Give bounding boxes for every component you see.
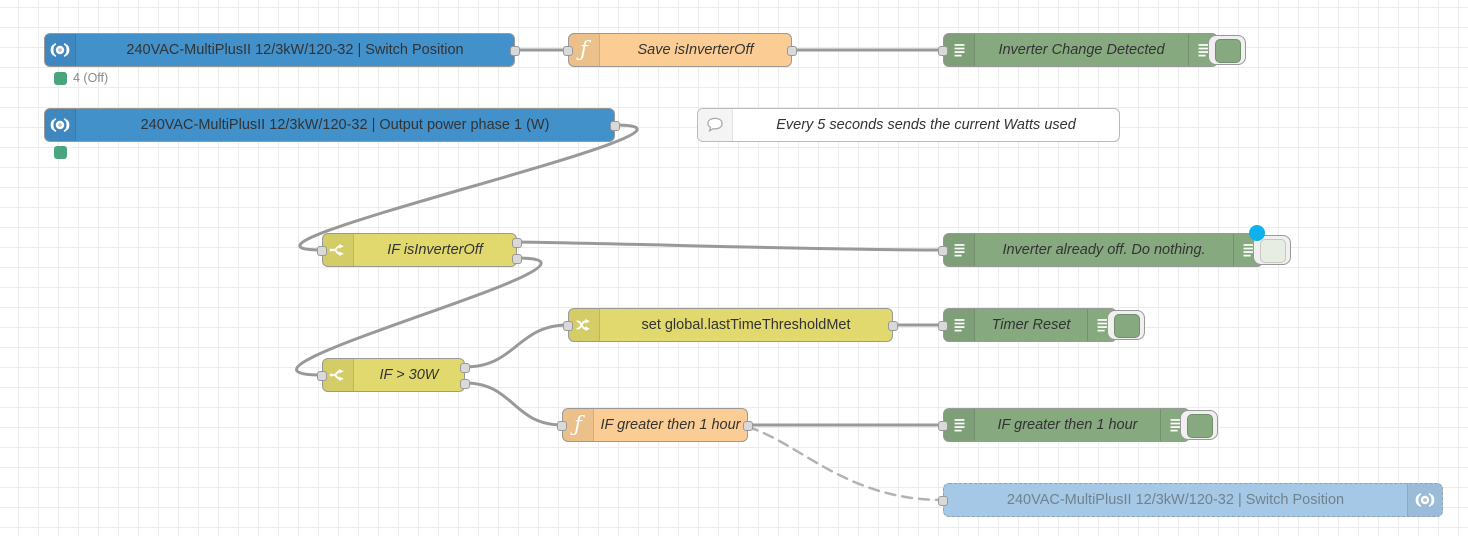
function-icon: ƒ: [580, 36, 588, 61]
node-label: Save isInverterOff: [637, 42, 754, 58]
function-save-isinverteroff[interactable]: ƒ Save isInverterOff: [563, 33, 797, 67]
change-set-lasttimethresholdmet[interactable]: set global.lastTimeThresholdMet: [563, 308, 898, 342]
debug-toggle-state: [1187, 414, 1213, 438]
wire-if30w-to-ifhour[interactable]: [463, 381, 564, 427]
node-icon-box: [944, 409, 975, 441]
node-label: Timer Reset: [991, 317, 1071, 333]
output-port-1[interactable]: [512, 238, 522, 248]
output-port[interactable]: [787, 46, 797, 56]
victron-switch-position-in[interactable]: 240VAC-MultiPlusII 12/3kW/120-32 | Switc…: [44, 33, 520, 67]
node-icon-box: [45, 34, 76, 66]
output-port[interactable]: [510, 46, 520, 56]
input-port[interactable]: [938, 246, 948, 256]
node-label: Inverter Change Detected: [998, 42, 1165, 58]
input-port[interactable]: [563, 46, 573, 56]
wire-ifinverteroff-to-alreadyoff[interactable]: [515, 240, 945, 252]
node-icon-box: [323, 359, 354, 391]
output-port[interactable]: [610, 121, 620, 131]
node-label: 240VAC-MultiPlusII 12/3kW/120-32 | Outpu…: [140, 117, 550, 133]
input-port[interactable]: [938, 46, 948, 56]
debug-icon-strip: [1188, 34, 1217, 66]
debug-list-icon: [1170, 418, 1180, 431]
node-label: Every 5 seconds sends the current Watts …: [776, 117, 1076, 133]
debug-icon-strip: [1160, 409, 1189, 441]
status-dot: [54, 146, 67, 159]
debug-list-icon: [954, 43, 964, 56]
victron-logo-icon: [1415, 493, 1435, 507]
wire-ifinverteroff-to-if30w[interactable]: [295, 256, 543, 377]
input-port[interactable]: [938, 496, 948, 506]
switch-if-isinverteroff[interactable]: IF isInverterOff: [317, 233, 522, 267]
debug-toggle-state: [1215, 39, 1241, 63]
change-shuffle-icon: [576, 319, 590, 331]
victron-logo-icon: [50, 118, 70, 132]
node-label: IF greater then 1 hour: [600, 417, 741, 433]
output-port-2[interactable]: [460, 379, 470, 389]
function-icon: ƒ: [574, 411, 582, 436]
node-icon-box: ƒ: [569, 34, 600, 66]
debug-list-icon: [954, 418, 964, 431]
victron-output-power-phase1[interactable]: 240VAC-MultiPlusII 12/3kW/120-32 | Outpu…: [44, 108, 620, 142]
node-status: [54, 146, 73, 159]
switch-fork-icon: [329, 369, 344, 381]
wire-if30w-to-setglobal[interactable]: [463, 323, 570, 369]
switch-fork-icon: [329, 244, 344, 256]
node-label: set global.lastTimeThresholdMet: [641, 317, 851, 333]
node-status: 4 (Off): [54, 71, 108, 85]
output-port-2[interactable]: [512, 254, 522, 264]
debug-enable-toggle[interactable]: [1208, 35, 1246, 65]
node-icon-box: [323, 234, 354, 266]
input-port[interactable]: [938, 321, 948, 331]
node-icon-box: [698, 109, 733, 141]
debug-timer-reset[interactable]: Timer Reset: [938, 308, 1145, 342]
debug-list-icon: [954, 243, 964, 256]
input-port[interactable]: [317, 246, 327, 256]
node-icon-box: [45, 109, 76, 141]
output-port-1[interactable]: [460, 363, 470, 373]
debug-icon-strip: [1087, 309, 1116, 341]
node-label: Inverter already off. Do nothing.: [1002, 242, 1206, 258]
status-dot: [54, 71, 67, 85]
node-icon-box: [944, 34, 975, 66]
function-if-greater-then-1-hour[interactable]: ƒ IF greater then 1 hour: [557, 408, 753, 442]
node-icon-box: [944, 309, 975, 341]
node-icon-box: [1407, 484, 1442, 516]
debug-list-icon: [1198, 43, 1208, 56]
node-label: 240VAC-MultiPlusII 12/3kW/120-32 | Switc…: [1006, 492, 1345, 508]
node-label: 240VAC-MultiPlusII 12/3kW/120-32 | Switc…: [126, 42, 464, 58]
debug-list-icon: [1243, 243, 1253, 256]
debug-inverter-change-detected[interactable]: Inverter Change Detected: [938, 33, 1246, 67]
node-label: IF > 30W: [379, 367, 439, 383]
debug-enable-toggle[interactable]: [1180, 410, 1218, 440]
input-port[interactable]: [563, 321, 573, 331]
node-icon-box: [569, 309, 600, 341]
node-icon-box: ƒ: [563, 409, 594, 441]
debug-list-icon: [954, 318, 964, 331]
debug-inverter-already-off[interactable]: Inverter already off. Do nothing.: [938, 225, 1291, 267]
comment-bubble-icon: [707, 117, 723, 133]
output-port[interactable]: [743, 421, 753, 431]
wire-power-to-ifinverteroff[interactable]: [298, 123, 639, 252]
debug-if-greater-then-1-hour[interactable]: IF greater then 1 hour: [938, 408, 1218, 442]
output-port[interactable]: [888, 321, 898, 331]
debug-list-icon: [1097, 318, 1107, 331]
wire-ifhour-to-disabled-switchpos[interactable]: [746, 425, 945, 502]
input-port[interactable]: [317, 371, 327, 381]
debug-icon-strip: [1233, 234, 1262, 266]
input-port[interactable]: [557, 421, 567, 431]
debug-enable-toggle[interactable]: [1107, 310, 1145, 340]
switch-if-gt-30w[interactable]: IF > 30W: [317, 358, 470, 392]
debug-toggle-state: [1260, 239, 1286, 263]
status-text: 4 (Off): [73, 71, 109, 85]
comment-every-5-seconds[interactable]: Every 5 seconds sends the current Watts …: [697, 108, 1120, 142]
debug-toggle-state: [1114, 314, 1140, 338]
node-label: IF greater then 1 hour: [997, 417, 1138, 433]
input-port[interactable]: [938, 421, 948, 431]
node-icon-box: [944, 234, 975, 266]
victron-logo-icon: [50, 43, 70, 57]
node-label: IF isInverterOff: [387, 242, 483, 258]
node-changed-indicator: [1249, 225, 1265, 241]
victron-switch-position-out-disabled[interactable]: 240VAC-MultiPlusII 12/3kW/120-32 | Switc…: [938, 483, 1443, 517]
